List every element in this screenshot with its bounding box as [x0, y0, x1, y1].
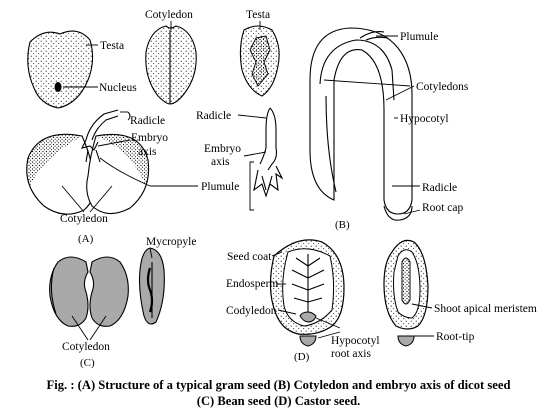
label-hypocotyl-d: Hypocotyl: [331, 335, 380, 347]
caption-line-1: Fig. : (A) Structure of a typical gram s…: [0, 377, 557, 393]
label-cotyledon-top: Cotyledon: [145, 9, 193, 21]
label-panel-a: (A): [78, 233, 94, 245]
label-mycropyle: Mycropyle: [146, 236, 196, 248]
label-plumule-mid: Plumule: [201, 181, 239, 193]
label-radicle-a: Radicle: [130, 115, 165, 127]
label-root-tip: Root-tip: [436, 331, 475, 343]
label-endosperm: Endosperm: [226, 278, 278, 290]
label-seed-coat: Seed coat: [227, 251, 272, 263]
label-testa-a: Testa: [100, 40, 124, 52]
label-nucleus: Nucleus: [99, 82, 137, 94]
gram-seed-whole: [28, 31, 93, 108]
label-embryo-mid: Embryo: [204, 143, 241, 155]
label-root-cap-b: Root cap: [422, 202, 463, 214]
gram-seed-testa-view: [240, 26, 279, 96]
nucleus-mark: [55, 82, 62, 92]
label-panel-d: (D): [294, 351, 310, 363]
caption-line-2: (C) Bean seed (D) Castor seed.: [0, 393, 557, 409]
label-testa-top: Testa: [246, 9, 270, 21]
label-cotyledon-a: Cotyledon: [60, 213, 108, 225]
label-panel-b: (B): [335, 219, 350, 231]
bean-seed-side: [140, 248, 165, 324]
label-cotyledon-c: Cotyledon: [62, 341, 110, 353]
label-radicle-mid: Radicle: [196, 110, 231, 122]
label-root-axis-d: root axis: [331, 348, 371, 360]
label-radicle-b: Radicle: [422, 182, 457, 194]
label-shoot-apical: Shoot apical meristem: [434, 303, 537, 315]
plumule-brace: [250, 162, 254, 210]
cotyledon-embryo-axis-b: [310, 28, 412, 220]
label-cotyledons-b: Cotyledons: [416, 81, 469, 93]
bean-seed-open: [50, 257, 129, 326]
label-hypocotyl-b: Hypocotyl: [400, 113, 449, 125]
castor-seed-front: [270, 240, 344, 346]
embryo-axis-isolated: [254, 108, 282, 196]
label-axis-mid: axis: [211, 156, 230, 168]
gram-seed-cotyledon-view: [146, 26, 197, 104]
castor-seed-side: [384, 240, 428, 346]
figure-caption: Fig. : (A) Structure of a typical gram s…: [0, 377, 557, 409]
label-axis-a: axis: [138, 146, 157, 158]
label-embryo-a: Embryo: [131, 132, 168, 144]
label-panel-c: (C): [80, 357, 95, 369]
label-codyledon: Codyledon: [226, 305, 277, 317]
label-plumule-b: Plumule: [400, 31, 438, 43]
